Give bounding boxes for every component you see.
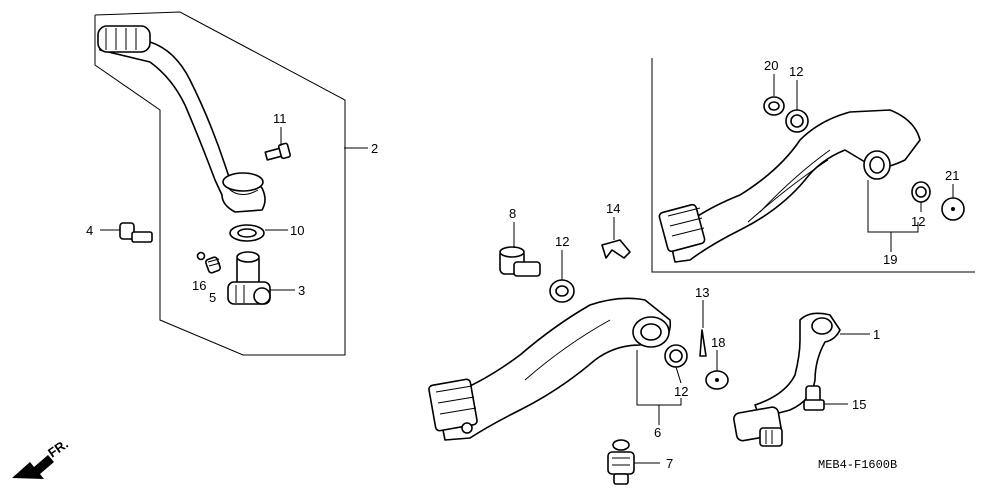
callout-7: 7	[666, 456, 673, 471]
clip-14	[601, 239, 631, 259]
callout-15: 15	[852, 397, 866, 412]
pivot-bolt-8	[499, 246, 541, 277]
seal-12-alt-right	[911, 181, 931, 203]
spring-5	[205, 256, 221, 274]
callout-18: 18	[711, 335, 725, 350]
seal-12-upper	[549, 279, 575, 303]
cotter-pin-13	[699, 329, 707, 357]
steel-ball-16	[196, 251, 206, 261]
washer-20	[763, 96, 785, 116]
seal-10	[229, 224, 265, 242]
callout-20: 20	[764, 58, 778, 73]
washer-21	[941, 197, 965, 221]
bolt-15	[803, 385, 825, 411]
alt-brake-pedal-frame	[651, 58, 975, 273]
callout-4: 4	[86, 223, 93, 238]
callout-12c: 12	[674, 384, 688, 399]
gearshift-pedal	[733, 312, 841, 447]
kick-spindle-3	[227, 251, 271, 305]
callout-5: 5	[209, 290, 216, 305]
front-direction-arrow-icon	[12, 455, 54, 479]
callout-12d: 12	[911, 214, 925, 229]
callout-14: 14	[606, 201, 620, 216]
bolt-4	[119, 222, 153, 243]
callout-6: 6	[654, 425, 661, 440]
callout-21: 21	[945, 168, 959, 183]
callout-19: 19	[883, 252, 897, 267]
callout-11: 11	[273, 111, 287, 126]
callout-1: 1	[873, 327, 880, 342]
brake-pedal	[428, 297, 672, 441]
seal-12-alt-top	[785, 109, 809, 133]
bolt-11	[264, 142, 291, 161]
seal-12-lower	[664, 344, 688, 368]
callout-12b: 12	[555, 234, 569, 249]
adjuster-bolt-7	[607, 439, 635, 485]
callout-12a: 12	[789, 64, 803, 79]
callout-10: 10	[290, 223, 304, 238]
callout-2: 2	[371, 141, 378, 156]
washer-18	[705, 370, 729, 390]
callout-13: 13	[695, 285, 709, 300]
callout-3: 3	[298, 283, 305, 298]
kick-starter-arm	[97, 25, 266, 213]
callout-8: 8	[509, 206, 516, 221]
callout-16: 16	[192, 278, 206, 293]
alt-brake-pedal	[658, 109, 921, 263]
diagram-code: MEB4-F1600B	[818, 458, 897, 472]
kick-starter-group-frame	[94, 11, 346, 356]
